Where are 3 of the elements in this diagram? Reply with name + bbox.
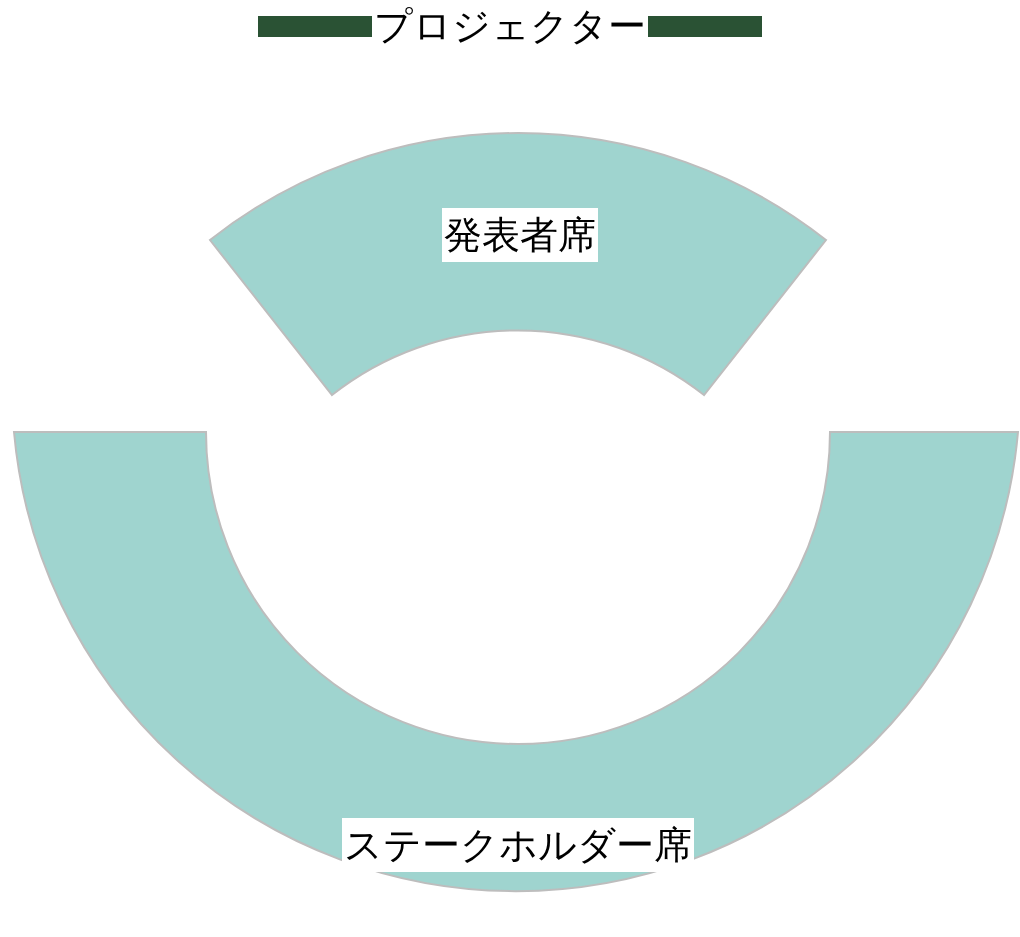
projector-label: プロジェクター: [372, 4, 648, 48]
seat-label: ステークホルダー席: [342, 818, 694, 872]
seat-label: 発表者席: [442, 208, 598, 262]
